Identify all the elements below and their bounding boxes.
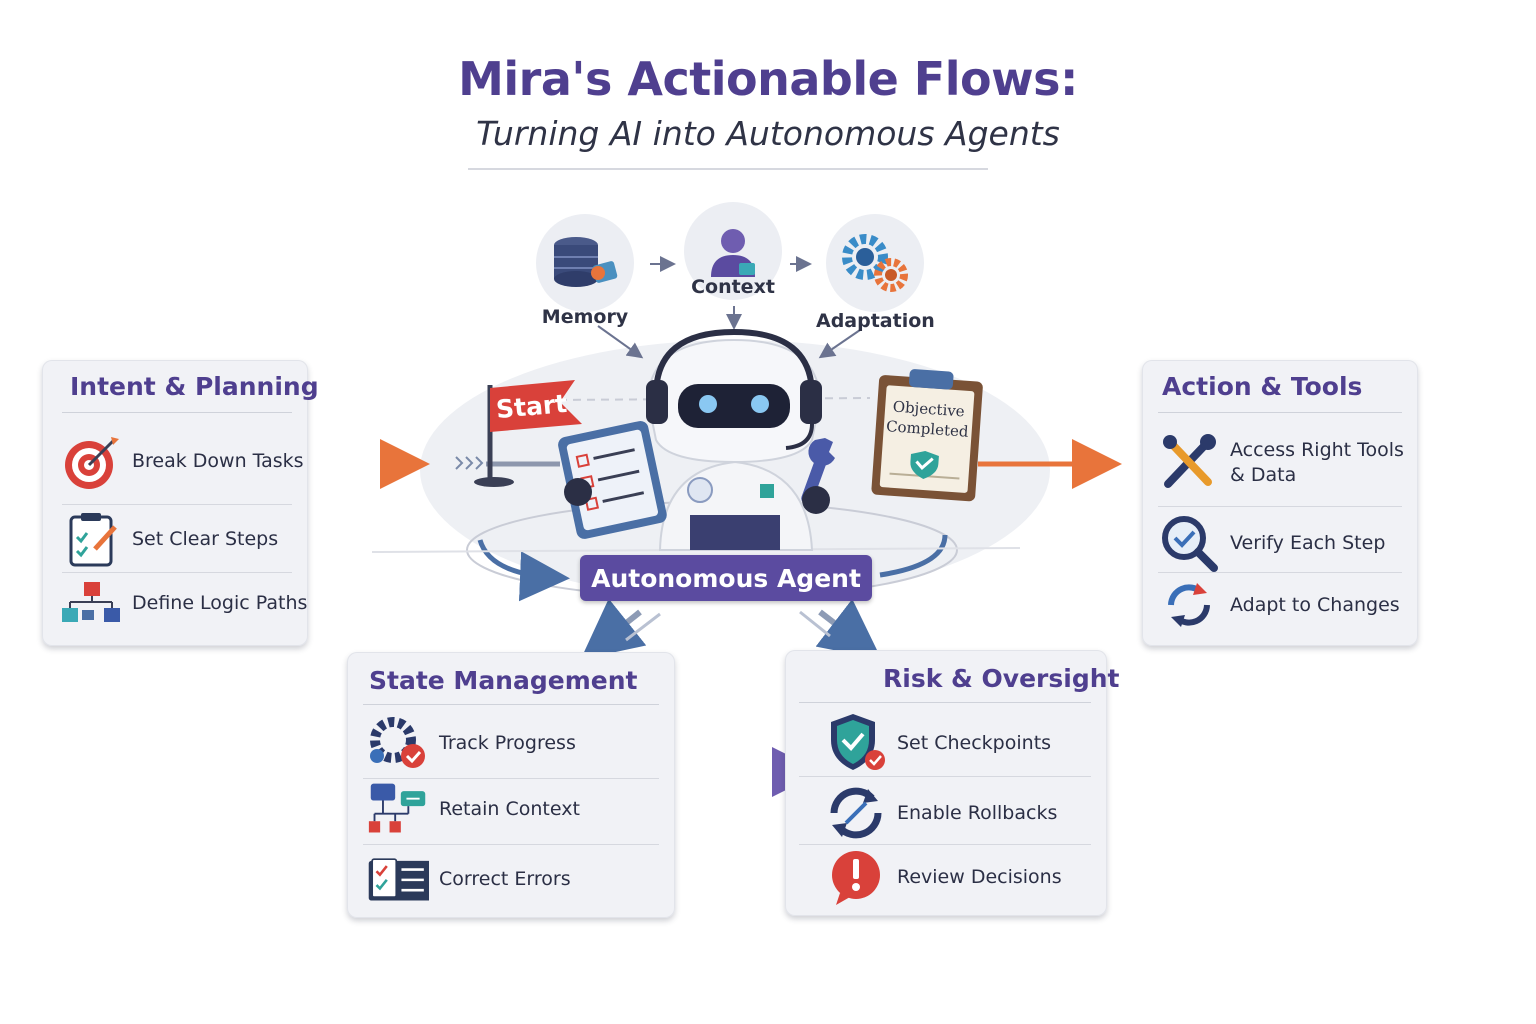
- gears-icon: [826, 214, 925, 312]
- node-adaptation: Adaptation: [816, 214, 935, 332]
- list-item-access-tools: Access Right Tools & Data: [1158, 432, 1404, 494]
- target-icon: [60, 430, 122, 492]
- orbit-arrow-right: [879, 534, 948, 578]
- arrow-risk-to-agent: [799, 610, 831, 638]
- item-label: Access Right Tools & Data: [1230, 438, 1404, 487]
- item-divider: [1158, 506, 1402, 507]
- item-label: Enable Rollbacks: [897, 801, 1058, 824]
- panel-action-title: Action & Tools: [1162, 372, 1363, 401]
- item-label: Track Progress: [439, 731, 576, 754]
- objective-label: Objective Completed: [883, 397, 974, 442]
- item-label: Set Clear Steps: [132, 527, 279, 550]
- refresh-icon: [1158, 574, 1220, 636]
- objective-clipboard-icon: [871, 369, 983, 502]
- start-flag-label: Start: [494, 388, 569, 425]
- panel-state-rule: [363, 704, 659, 705]
- alert-icon: [825, 846, 887, 908]
- page-title: Mira's Actionable Flows:: [458, 52, 1078, 106]
- item-label: Set Checkpoints: [897, 731, 1052, 754]
- item-label: Define Logic Paths: [132, 591, 308, 614]
- item-label: Correct Errors: [439, 867, 571, 890]
- database-icon: [536, 214, 634, 312]
- item-label: Break Down Tasks: [132, 449, 304, 472]
- arrow-memory-to-agent: [597, 325, 644, 359]
- autonomous-agent-badge: Autonomous Agent: [580, 555, 872, 601]
- item-divider: [1158, 572, 1402, 573]
- panel-risk-rule: [799, 702, 1091, 703]
- arrow-agent-to-risk: [815, 598, 882, 660]
- list-item-verify: Verify Each Step: [1158, 512, 1385, 574]
- panel-risk-title: Risk & Oversight: [883, 664, 1120, 693]
- node-memory: Memory: [536, 214, 634, 328]
- item-label: Review Decisions: [897, 865, 1062, 888]
- panel-action-tools: Action & Tools Access Right Tools & Data…: [1142, 360, 1418, 646]
- item-label: Adapt to Changes: [1230, 593, 1400, 616]
- node-adaptation-label: Adaptation: [816, 310, 935, 332]
- gear-check-icon: [367, 712, 429, 774]
- panel-risk-oversight: Risk & Oversight Set Checkpoints Enable: [785, 650, 1119, 916]
- chat-network-icon: [367, 778, 429, 840]
- panel-intent-rule: [62, 412, 292, 413]
- robot-agent-icon: [558, 328, 835, 551]
- list-item-track: Track Progress: [367, 712, 576, 774]
- start-flag-icon: [474, 380, 582, 487]
- item-divider: [363, 778, 659, 779]
- node-context: Context: [684, 202, 782, 300]
- item-divider: [62, 572, 292, 573]
- tools-icon: [1158, 432, 1220, 494]
- clipboard-icon: [60, 508, 122, 570]
- panel-action-rule: [1158, 412, 1402, 413]
- arrow-state-to-agent: [625, 612, 661, 642]
- panel-intent-title: Intent & Planning: [70, 372, 319, 401]
- item-label-line2: & Data: [1230, 464, 1297, 486]
- list-item-adapt: Adapt to Changes: [1158, 574, 1400, 636]
- orbit-arrow-left: [477, 539, 570, 602]
- shield-check-icon: [825, 712, 887, 774]
- checklist-icon: [367, 848, 429, 910]
- flowchart-icon: [60, 572, 122, 634]
- panel-intent-planning: Intent & Planning Break Down Tasks Set C…: [42, 360, 319, 646]
- user-icon: [684, 202, 782, 300]
- list-item-retain: Retain Context: [367, 778, 580, 840]
- panel-state-management: State Management Track Progress: [347, 652, 675, 918]
- magnifier-check-icon: [1158, 512, 1220, 574]
- chevrons: [455, 456, 484, 470]
- node-context-label: Context: [691, 276, 775, 298]
- item-label-line1: Access Right Tools: [1230, 439, 1404, 462]
- list-item-set-steps: Set Clear Steps: [60, 508, 278, 570]
- list-item-rollbacks: Enable Rollbacks: [825, 782, 1057, 844]
- item-label: Retain Context: [439, 797, 580, 820]
- item-divider: [363, 844, 659, 845]
- arrow-adaptation-to-agent: [818, 329, 861, 359]
- list-item-break-down: Break Down Tasks: [60, 430, 304, 492]
- title-divider: [468, 168, 988, 170]
- list-item-correct: Correct Errors: [367, 848, 571, 910]
- panel-state-title: State Management: [369, 666, 638, 695]
- list-item-checkpoints: Set Checkpoints: [825, 712, 1051, 774]
- item-divider: [799, 844, 1091, 845]
- list-item-review: Review Decisions: [825, 846, 1062, 908]
- item-label: Verify Each Step: [1230, 531, 1386, 554]
- item-divider: [62, 504, 292, 505]
- node-memory-label: Memory: [541, 306, 629, 328]
- rollback-icon: [825, 782, 887, 844]
- arrow-agent-to-state: [580, 598, 647, 660]
- page-subtitle: Turning AI into Autonomous Agents: [476, 114, 1060, 153]
- item-divider: [799, 776, 1091, 777]
- list-item-logic-paths: Define Logic Paths: [60, 572, 307, 634]
